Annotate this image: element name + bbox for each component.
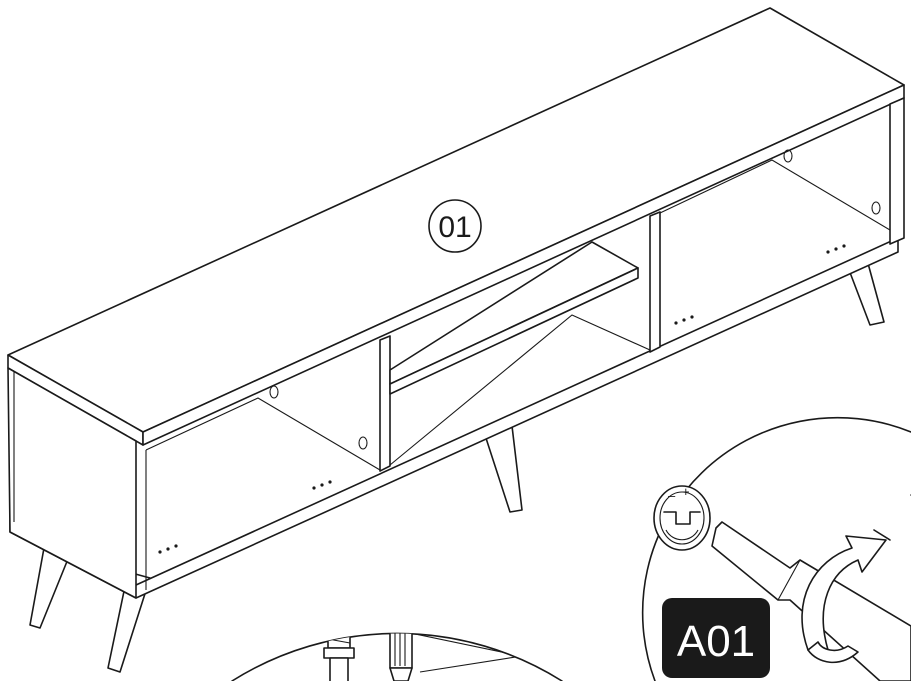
step-number-text: 01 xyxy=(438,211,471,244)
step-number-label: 01 xyxy=(428,199,482,253)
divider-left xyxy=(379,335,391,472)
svg-text:–: – xyxy=(668,488,676,503)
cam-lock-detail-callout: – + A01 xyxy=(641,416,911,681)
cam-lock-icon: – + xyxy=(653,484,711,551)
tv-cabinet: 01 xyxy=(7,7,905,673)
connector-detail-callout xyxy=(231,632,563,681)
fastener-code-badge: A01 xyxy=(662,598,770,678)
rotate-arrow-icon xyxy=(801,529,891,664)
left-side-panel xyxy=(7,367,137,599)
right-side-panel xyxy=(889,97,905,245)
svg-text:+: + xyxy=(682,484,690,499)
fastener-code-text: A01 xyxy=(677,617,755,666)
divider-right xyxy=(649,211,661,353)
pin-holes xyxy=(158,244,846,554)
cam-holes xyxy=(269,149,881,450)
